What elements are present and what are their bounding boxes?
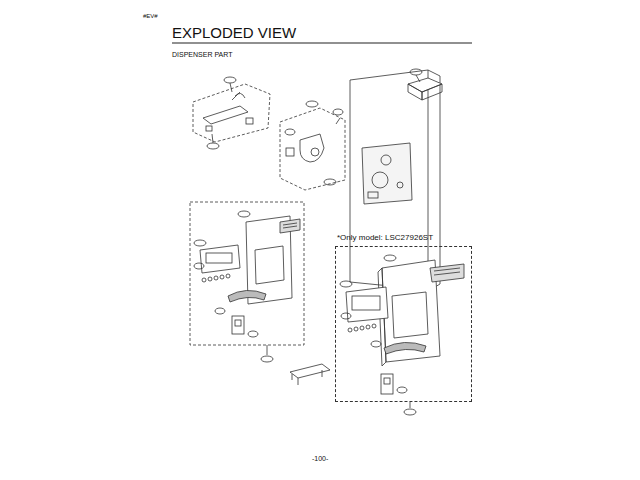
page-title: EXPLODED VIEW xyxy=(172,25,296,42)
dispenser-cover-group-alt xyxy=(340,255,464,415)
group-note: *Only model: LSC27926ST xyxy=(337,234,433,243)
section-code: #EV# xyxy=(143,13,158,20)
lever-assembly xyxy=(193,77,270,149)
section-subtitle: DISPENSER PART xyxy=(172,51,232,59)
title-rule xyxy=(172,42,472,43)
page-number: -100- xyxy=(312,455,328,463)
dispenser-cap xyxy=(408,69,442,100)
model-group-box: *Only model: LSC27926ST xyxy=(335,246,472,402)
bracket-part xyxy=(290,364,330,385)
dispenser-cover-group xyxy=(190,202,304,362)
door-panel xyxy=(350,70,440,290)
duct-assembly xyxy=(280,101,345,190)
